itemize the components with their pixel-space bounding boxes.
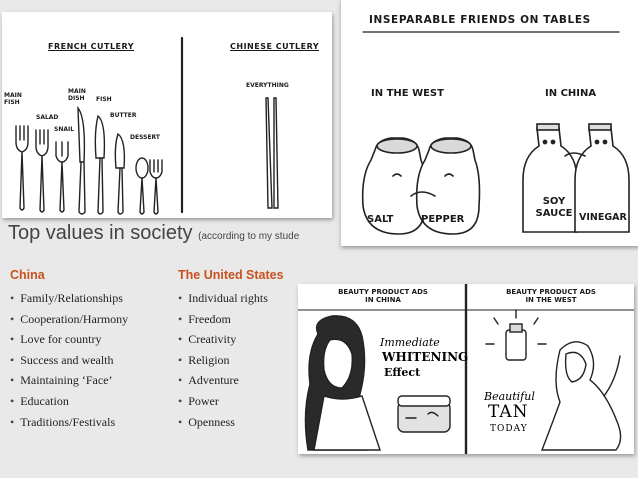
beauty-ads-drawing <box>298 284 634 454</box>
condiments-drawing <box>361 31 630 235</box>
ads-china-heading: BEAUTY PRODUCT ADS IN CHINA <box>338 288 428 304</box>
ads-west-heading: BEAUTY PRODUCT ADS IN THE WEST <box>506 288 596 304</box>
label-everything: EVERYTHING <box>246 82 289 89</box>
in-china-label: IN CHINA <box>545 88 597 99</box>
us-heading: The United States <box>178 268 284 282</box>
cutlery-drawing <box>15 36 279 215</box>
whitening-text: WHITENING <box>382 350 469 364</box>
values-title-text: Top values in society <box>8 222 193 244</box>
label-fish: FISH <box>96 96 112 103</box>
vinegar-label: VINEGAR <box>579 212 627 223</box>
label-snail: SNAIL <box>54 126 75 133</box>
cutlery-comparison-panel: FRENCH CUTLERY CHINESE CUTLERY MAIN FISH… <box>2 12 332 218</box>
list-item: Openness <box>178 415 268 436</box>
soy-sauce-label: SOY SAUCE <box>535 196 573 219</box>
label-main-dish: MAIN DISH <box>68 88 86 102</box>
china-heading: China <box>10 268 45 282</box>
list-item: Individual rights <box>178 291 268 312</box>
list-item: Maintaining ‘Face’ <box>10 373 128 394</box>
effect-text: Effect <box>384 366 421 379</box>
list-item: Religion <box>178 353 268 374</box>
today-text: TODAY <box>490 424 528 434</box>
values-title: Top values in society (according to my s… <box>8 222 300 245</box>
label-main-fish: MAIN FISH <box>4 92 22 106</box>
list-item: Freedom <box>178 312 268 333</box>
list-item: Power <box>178 394 268 415</box>
list-item: Creativity <box>178 332 268 353</box>
french-cutlery-heading: FRENCH CUTLERY <box>48 42 135 51</box>
list-item: Education <box>10 394 128 415</box>
label-butter: BUTTER <box>110 112 137 119</box>
friends-title: INSEPARABLE FRIENDS ON TABLES <box>369 14 591 26</box>
list-item: Love for country <box>10 332 128 353</box>
list-item: Family/Relationships <box>10 291 128 312</box>
chinese-cutlery-heading: CHINESE CUTLERY <box>230 42 320 51</box>
table-condiments-panel: INSEPARABLE FRIENDS ON TABLES IN THE WES… <box>340 0 638 246</box>
values-note: (according to my stude <box>198 231 300 242</box>
label-dessert: DESSERT <box>130 134 160 141</box>
in-the-west-label: IN THE WEST <box>371 88 444 99</box>
tan-text: TAN <box>488 402 529 422</box>
us-values-list: Individual rights Freedom Creativity Rel… <box>178 291 268 435</box>
label-salad: SALAD <box>36 114 59 121</box>
beauty-ads-panel: BEAUTY PRODUCT ADS IN CHINA BEAUTY PRODU… <box>298 284 634 454</box>
list-item: Traditions/Festivals <box>10 415 128 436</box>
beautiful-text: Beautiful <box>484 390 535 403</box>
list-item: Cooperation/Harmony <box>10 312 128 333</box>
salt-label: SALT <box>367 214 394 225</box>
list-item: Adventure <box>178 373 268 394</box>
china-values-list: Family/Relationships Cooperation/Harmony… <box>10 291 128 435</box>
pepper-label: PEPPER <box>421 214 465 225</box>
list-item: Success and wealth <box>10 353 128 374</box>
immediate-text: Immediate <box>380 336 440 349</box>
